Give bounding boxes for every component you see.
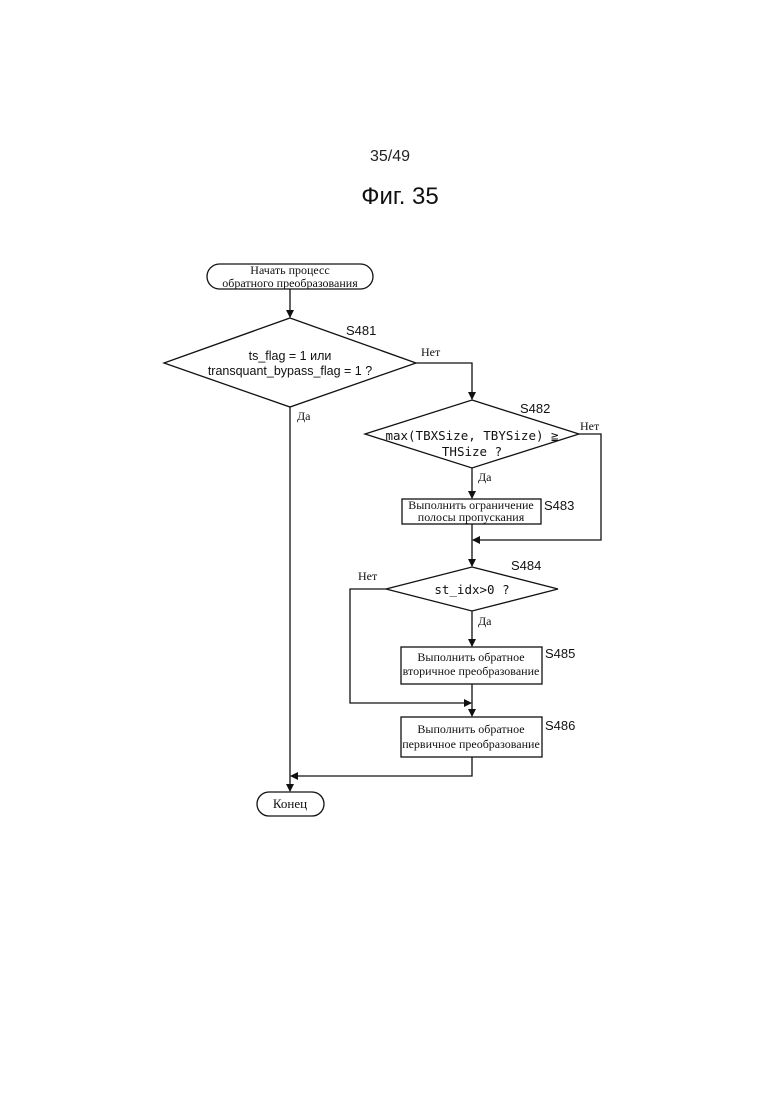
decision-s481: ts_flag = 1 или transquant_bypass_flag =… [164,318,416,407]
start-text-line1: Начать процесс [250,263,329,277]
s486-text-line2: первичное преобразование [402,737,540,751]
start-text-line2: обратного преобразования [222,276,358,290]
s486-text-line1: Выполнить обратное [417,722,524,736]
connector-s486-end [291,757,472,776]
s482-yes-label: Да [478,470,492,484]
s481-text-line1: ts_flag = 1 или [249,349,332,363]
s482-text-line2: THSize ? [442,444,502,459]
s481-no-label: Нет [421,345,441,359]
s481-step-label: S481 [346,323,376,338]
end-terminal: Конец [257,792,324,816]
s482-text-line1: max(TBXSize, TBYSize) ≧ [385,428,558,443]
s483-step-label: S483 [544,498,574,513]
process-s483: Выполнить ограничение полосы пропускания [402,498,541,524]
s482-step-label: S482 [520,401,550,416]
s484-no-label: Нет [358,569,378,583]
s484-text: st_idx>0 ? [434,582,509,597]
s485-text-line1: Выполнить обратное [417,650,524,664]
end-text: Конец [273,796,307,811]
s482-no-label: Нет [580,419,600,433]
decision-s484: st_idx>0 ? [386,567,558,611]
start-terminal: Начать процесс обратного преобразования [207,263,373,290]
s483-text-line2: полосы пропускания [418,510,525,524]
process-s486: Выполнить обратное первичное преобразова… [401,717,542,757]
s484-yes-label: Да [478,614,492,628]
s485-step-label: S485 [545,646,575,661]
s481-yes-label: Да [297,409,311,423]
s481-text-line2: transquant_bypass_flag = 1 ? [208,364,372,378]
process-s485: Выполнить обратное вторичное преобразова… [401,647,542,684]
s486-step-label: S486 [545,718,575,733]
s485-text-line2: вторичное преобразование [403,664,540,678]
connector-s481-no [416,363,472,399]
s484-step-label: S484 [511,558,541,573]
